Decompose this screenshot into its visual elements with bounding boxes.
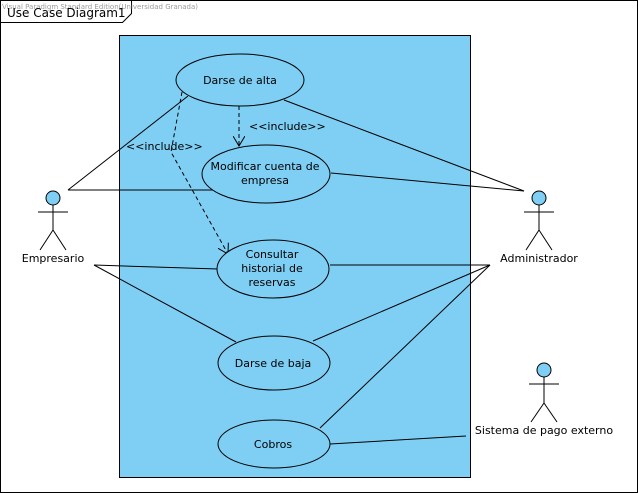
assoc-administrador-cobros — [319, 264, 491, 429]
use-case-cobros-label: Cobros — [254, 438, 292, 451]
use-case-consultar-historial-shape — [216, 239, 330, 299]
actor-empresario-leg-left — [39, 229, 54, 251]
assoc-administrador-modificar — [330, 172, 525, 192]
actor-empresario[interactable] — [38, 190, 68, 251]
assoc-empresario-darse-baja — [93, 264, 237, 343]
actor-administrador-leg-left — [525, 229, 540, 251]
use-case-consultar-historial-label-2: historial de — [241, 262, 303, 275]
assoc-administrador-darse-baja — [312, 264, 491, 342]
use-case-darse-alta-shape — [175, 53, 305, 107]
actor-sistema-pago-externo-leg-right — [543, 402, 558, 423]
use-case-consultar-historial[interactable]: Consultar historial de reservas — [216, 239, 330, 299]
watermark-text: Visual Paradigm Standard Edition(Univers… — [2, 3, 198, 11]
actor-sistema-pago-externo-head — [536, 362, 552, 378]
use-case-modificar-cuenta-label-2: empresa — [241, 174, 289, 187]
use-case-darse-alta[interactable]: Darse de alta — [175, 53, 305, 107]
use-case-darse-alta-label: Darse de alta — [203, 74, 277, 87]
actor-administrador-head — [531, 190, 547, 206]
use-case-darse-baja-label: Darse de baja — [235, 357, 312, 370]
actor-empresario-label: Empresario — [22, 252, 85, 265]
actor-administrador[interactable] — [524, 190, 554, 251]
assoc-sistema-pago-cobros — [329, 435, 467, 445]
actor-administrador-leg-right — [538, 229, 553, 251]
use-case-consultar-historial-label-3: reservas — [248, 276, 295, 289]
assoc-empresario-consultar — [93, 264, 219, 270]
include-label-modificar: <<include>> — [249, 120, 326, 133]
use-case-modificar-cuenta-label-1: Modificar cuenta de — [210, 160, 319, 173]
use-case-modificar-cuenta-shape — [201, 144, 331, 204]
actor-empresario-leg-right — [52, 229, 67, 251]
assoc-empresario-darse-alta — [67, 95, 189, 191]
use-case-cobros-shape — [217, 419, 331, 469]
use-case-darse-baja-shape — [217, 335, 331, 391]
use-case-cobros[interactable]: Cobros — [217, 419, 331, 469]
actor-sistema-pago-externo[interactable] — [529, 362, 559, 423]
frame-title: Use Case Diagram1 — [7, 6, 126, 20]
use-case-consultar-historial-label-1: Consultar — [246, 248, 299, 261]
actor-sistema-pago-externo-leg-left — [530, 402, 545, 423]
use-case-darse-baja[interactable]: Darse de baja — [217, 335, 331, 391]
associations — [67, 95, 525, 445]
assoc-administrador-darse-alta — [283, 99, 525, 192]
include-label-consultar: <<include>> — [126, 140, 203, 153]
frame-title-tab — [0, 0, 132, 23]
actor-administrador-label: Administrador — [500, 252, 578, 265]
use-case-modificar-cuenta[interactable]: Modificar cuenta de empresa — [201, 144, 331, 204]
actor-empresario-head — [45, 190, 61, 206]
actor-sistema-pago-externo-label: Sistema de pago externo — [475, 424, 613, 437]
